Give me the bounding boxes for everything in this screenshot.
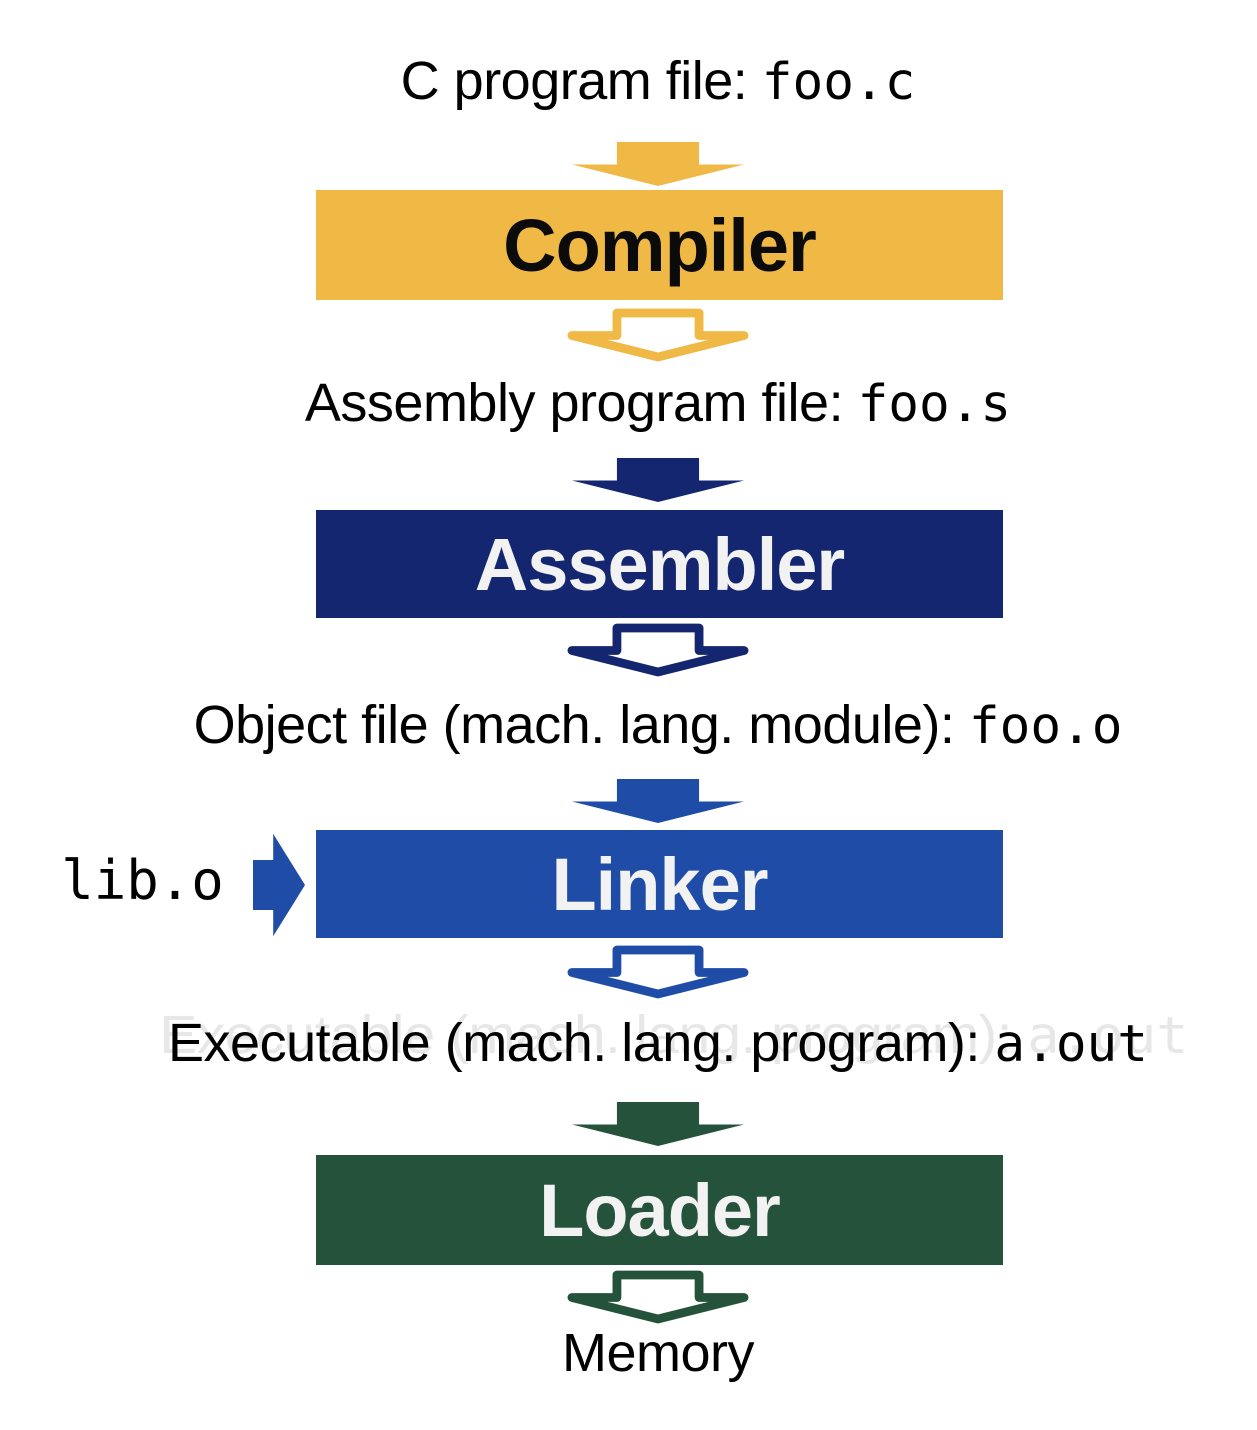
stage-label: Linker (551, 842, 768, 926)
filename-code: a.out (994, 1015, 1148, 1074)
file-label-object-file: Object file (mach. lang. module): foo.o (0, 692, 1257, 760)
filename-code: foo.s (857, 375, 1012, 434)
file-label-text: Executable (mach. lang. program): (168, 1013, 995, 1073)
down-arrow-solid-icon (571, 458, 745, 502)
right-arrow-solid-icon (252, 833, 306, 937)
stage-label: Loader (539, 1168, 781, 1252)
down-arrow-hollow-icon (570, 1274, 746, 1320)
down-arrow-solid-icon (571, 1102, 745, 1146)
assembler-box: Assembler (316, 510, 1003, 618)
down-arrow-solid-icon (571, 142, 745, 186)
file-label-assembly-program: Assembly program file: foo.s (0, 370, 1257, 438)
executable-ghost-text: Executable (mach. lang. program): a.out (159, 1005, 1189, 1066)
file-label-text: C program file: (400, 51, 762, 111)
stage-label: Assembler (474, 522, 845, 606)
filename-code: foo.c (761, 53, 916, 112)
filename-code: foo.o (968, 697, 1123, 756)
memory-label: Memory (561, 1323, 755, 1383)
file-label-executable: Executable (mach. lang. program): a.out … (0, 1005, 1257, 1078)
file-label-text: Assembly program file: (304, 373, 858, 433)
compiler-box: Compiler (316, 190, 1003, 300)
down-arrow-hollow-icon (570, 627, 746, 673)
file-label-text: Object file (mach. lang. module): (193, 695, 969, 755)
stage-label: Compiler (503, 203, 817, 287)
file-label-c-program: C program file: foo.c (0, 48, 1257, 116)
down-arrow-hollow-icon (570, 312, 746, 358)
down-arrow-hollow-icon (570, 949, 746, 995)
down-arrow-solid-icon (571, 779, 745, 823)
loader-box: Loader (316, 1155, 1003, 1265)
lib-o-label: lib.o (61, 849, 224, 912)
linker-box: Linker (316, 830, 1003, 938)
